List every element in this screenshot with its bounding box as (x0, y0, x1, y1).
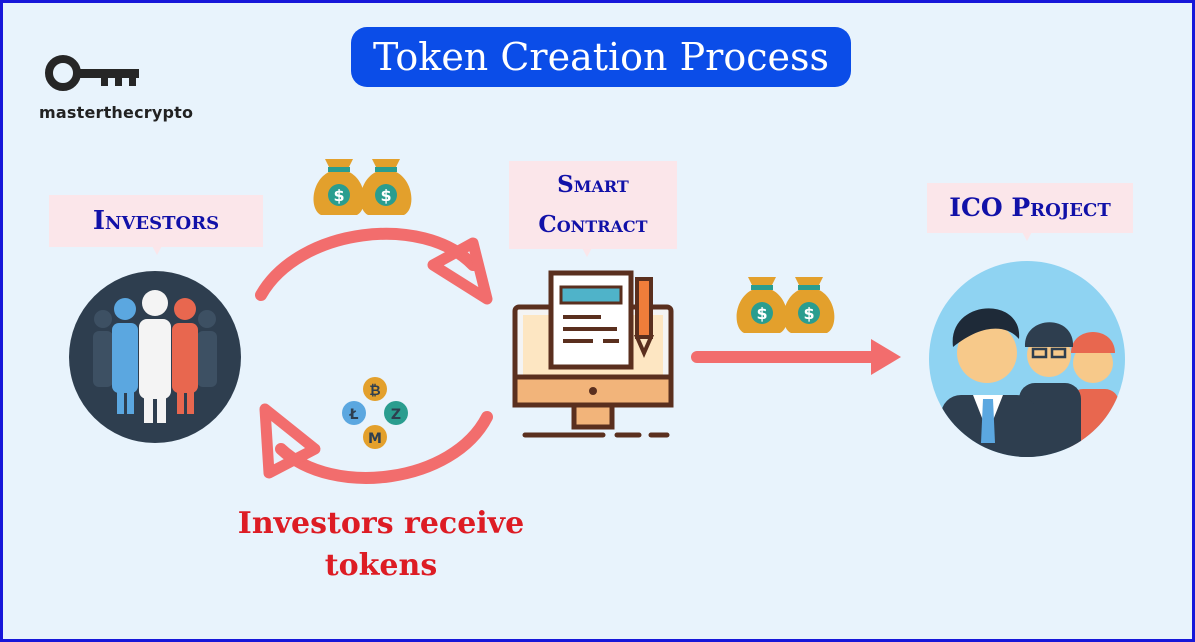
smart-contract-label-pointer (581, 246, 593, 257)
crypto-coins-icon: ₿ Ł Z M (342, 377, 408, 449)
svg-text:Ł: Ł (349, 407, 359, 423)
brand-name: masterthecrypto (39, 103, 194, 122)
money-bags-icon: $ $ (313, 159, 412, 215)
smart-contract-label-line2: Contract (538, 211, 648, 238)
svg-text:₿: ₿ (369, 383, 380, 399)
svg-text:$: $ (756, 304, 767, 323)
ico-label-pointer (1021, 230, 1033, 241)
smart-contract-label-line1: Smart (557, 171, 629, 198)
arrow-investors-to-contract (255, 227, 493, 305)
title-text: Token Creation Process (373, 35, 829, 79)
brand-logo: masterthecrypto (25, 51, 205, 131)
title-banner: Token Creation Process (351, 27, 851, 87)
arrow-contract-to-investors (259, 403, 493, 484)
investors-receive-tokens-caption: Investors receive tokens (237, 506, 525, 583)
ico-project-label-text: ICO Project (949, 193, 1111, 222)
svg-text:$: $ (333, 186, 344, 205)
business-team-icon (929, 261, 1125, 457)
smart-contract-label: Smart Contract (509, 161, 677, 249)
key-icon (45, 55, 139, 91)
investors-label-pointer (151, 244, 163, 255)
diagram-graphics: $ $ ₿ Ł Z M (69, 159, 1125, 484)
svg-text:Z: Z (391, 407, 401, 423)
money-bags-icon-right: $ $ (736, 277, 835, 333)
people-group-icon (69, 271, 241, 443)
arrow-contract-to-project (691, 339, 901, 375)
svg-text:$: $ (380, 186, 391, 205)
ico-project-label: ICO Project (927, 183, 1133, 233)
svg-text:M: M (368, 431, 382, 447)
investors-label: Investors (49, 195, 263, 247)
computer-document-icon (512, 270, 674, 438)
investors-label-text: Investors (92, 206, 220, 236)
svg-text:$: $ (803, 304, 814, 323)
